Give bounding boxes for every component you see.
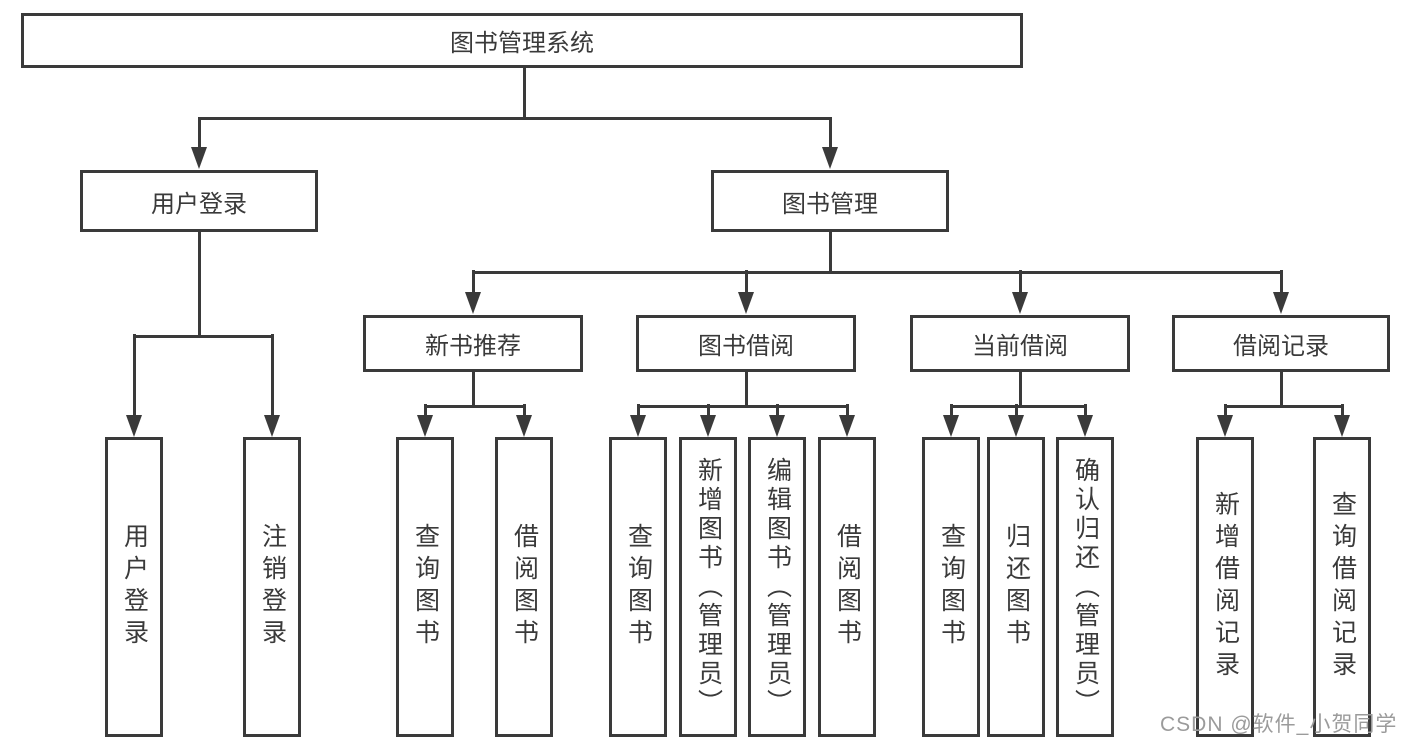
- leaf-query-books-current: 查询图书: [922, 437, 980, 737]
- arrow-down-icon: [822, 147, 838, 169]
- node-label: 图书管理系统: [450, 30, 594, 57]
- leaf-borrow-books-borrowing: 借阅图书: [818, 437, 876, 737]
- leaf-query-books-recommend: 查询图书: [396, 437, 454, 737]
- connector-vline: [1018, 372, 1022, 407]
- leaf-user-login: 用户登录: [105, 437, 163, 737]
- connector-vline: [828, 117, 832, 150]
- node-label: 借阅记录: [1233, 333, 1329, 360]
- connector-vline: [706, 404, 710, 418]
- connector-vline: [845, 404, 849, 418]
- leaf-return-books: 归还图书: [987, 437, 1045, 737]
- connector-vline: [744, 270, 748, 295]
- leaf-add-borrow-record: 新增借阅记录: [1196, 437, 1254, 737]
- arrow-down-icon: [839, 415, 855, 437]
- node-label: 编辑图书（管理员）: [763, 456, 792, 718]
- leaf-edit-book-admin: 编辑图书（管理员）: [748, 437, 806, 737]
- connector-vline: [775, 404, 779, 418]
- arrow-down-icon: [1077, 415, 1093, 437]
- node-label: 新增图书（管理员）: [694, 456, 723, 718]
- node-label: 新书推荐: [425, 333, 521, 360]
- node-label: 图书借阅: [698, 333, 794, 360]
- connector-vline: [423, 404, 427, 418]
- arrow-down-icon: [516, 415, 532, 437]
- connector-vline: [522, 68, 526, 119]
- arrow-down-icon: [738, 292, 754, 314]
- arrow-down-icon: [126, 415, 142, 437]
- connector-vline: [270, 334, 274, 418]
- node-book-borrowing: 图书借阅: [636, 315, 856, 372]
- node-library-management-system: 图书管理系统: [21, 13, 1023, 68]
- connector-vline: [471, 372, 475, 407]
- leaf-query-borrow-record: 查询借阅记录: [1313, 437, 1371, 737]
- node-label: 查询图书: [624, 523, 653, 651]
- arrow-down-icon: [700, 415, 716, 437]
- node-label: 查询借阅记录: [1328, 491, 1357, 683]
- leaf-borrow-books-recommend: 借阅图书: [495, 437, 553, 737]
- node-label: 归还图书: [1002, 523, 1031, 651]
- connector-vline: [197, 117, 201, 150]
- node-label: 查询图书: [411, 523, 440, 651]
- arrow-down-icon: [769, 415, 785, 437]
- arrow-down-icon: [264, 415, 280, 437]
- arrow-down-icon: [943, 415, 959, 437]
- connector-vline: [132, 334, 136, 418]
- node-label: 查询图书: [937, 523, 966, 651]
- connector-vline: [1014, 404, 1018, 418]
- leaf-confirm-return-admin: 确认归还（管理员）: [1056, 437, 1114, 737]
- node-label: 当前借阅: [972, 333, 1068, 360]
- node-label: 借阅图书: [510, 523, 539, 651]
- leaf-add-book-admin: 新增图书（管理员）: [679, 437, 737, 737]
- connector-vline: [522, 404, 526, 418]
- node-book-management: 图书管理: [711, 170, 949, 232]
- node-user-login: 用户登录: [80, 170, 318, 232]
- connector-vline: [949, 404, 953, 418]
- connector-vline: [1223, 404, 1227, 418]
- arrow-down-icon: [191, 147, 207, 169]
- connector-vline: [828, 232, 832, 274]
- node-label: 确认归还（管理员）: [1071, 456, 1100, 718]
- node-current-borrowing: 当前借阅: [910, 315, 1130, 372]
- connector-vline: [1279, 270, 1283, 295]
- node-label: 借阅图书: [833, 523, 862, 651]
- watermark: CSDN @软件_小贺同学: [1160, 713, 1398, 736]
- arrow-down-icon: [1217, 415, 1233, 437]
- connector-hline: [471, 270, 1283, 274]
- arrow-down-icon: [1273, 292, 1289, 314]
- connector-hline: [636, 404, 849, 408]
- connector-vline: [636, 404, 640, 418]
- arrow-down-icon: [1012, 292, 1028, 314]
- connector-hline: [132, 334, 274, 338]
- node-label: 新增借阅记录: [1211, 491, 1240, 683]
- node-label: 图书管理: [782, 190, 878, 218]
- connector-vline: [1279, 372, 1283, 407]
- arrow-down-icon: [465, 292, 481, 314]
- connector-vline: [1083, 404, 1087, 418]
- node-label: 用户登录: [120, 523, 149, 651]
- connector-hline: [1223, 404, 1344, 408]
- leaf-logout: 注销登录: [243, 437, 301, 737]
- connector-vline: [471, 270, 475, 295]
- connector-hline: [949, 404, 1087, 408]
- connector-vline: [1340, 404, 1344, 418]
- node-label: 注销登录: [258, 523, 287, 651]
- arrow-down-icon: [630, 415, 646, 437]
- connector-hline: [423, 404, 526, 408]
- node-borrowing-records: 借阅记录: [1172, 315, 1390, 372]
- leaf-query-books-borrowing: 查询图书: [609, 437, 667, 737]
- connector-vline: [1018, 270, 1022, 295]
- connector-vline: [744, 372, 748, 407]
- node-new-book-recommendation: 新书推荐: [363, 315, 583, 372]
- arrow-down-icon: [1334, 415, 1350, 437]
- arrow-down-icon: [417, 415, 433, 437]
- node-label: 用户登录: [151, 190, 247, 218]
- connector-hline: [197, 116, 832, 120]
- connector-vline: [197, 232, 201, 337]
- arrow-down-icon: [1008, 415, 1024, 437]
